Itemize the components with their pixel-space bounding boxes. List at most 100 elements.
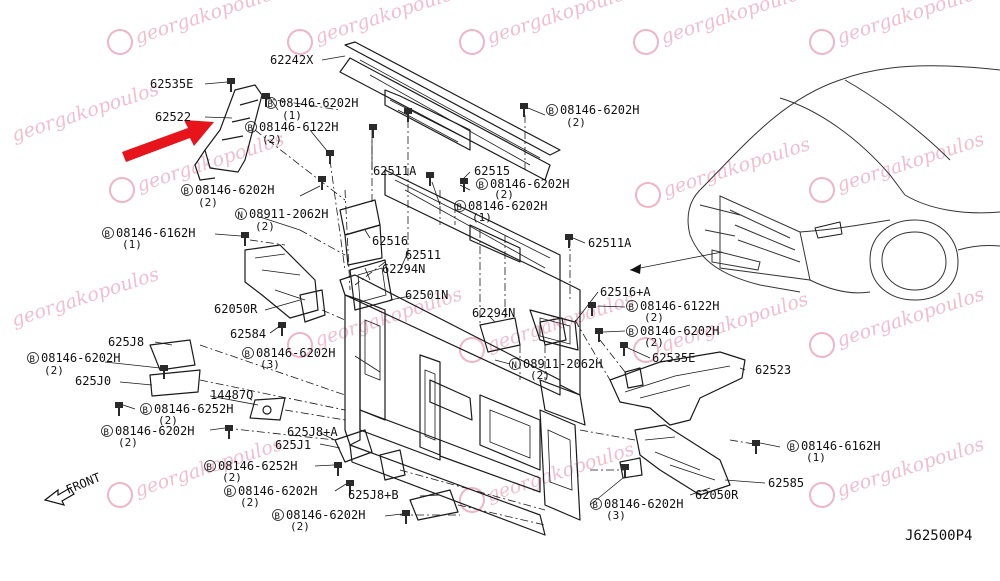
callout-bolt-08146-6202h: B 08146-6202H (3) [590, 497, 683, 522]
bolt-icon [402, 510, 410, 524]
part-number-62511: 62511 [405, 248, 441, 262]
bolt-prefix: B [549, 107, 554, 117]
callout-bolt-08146-6202h: B 08146-6202H (1) [454, 199, 547, 224]
bolt-symbol-icon [626, 325, 638, 337]
nut-symbol-icon [509, 358, 521, 370]
watermark: georgakopoulos [9, 263, 162, 331]
quantity: (1) [122, 238, 142, 251]
quantity: (2) [44, 364, 64, 377]
bolt-symbol-icon [546, 104, 558, 116]
bolt-symbol-icon [102, 227, 114, 239]
watermark-text: georgakopoulos [312, 0, 465, 48]
watermark-text: georgakopoulos [660, 133, 813, 201]
quantity: (2) [222, 471, 242, 484]
callout-bolt-08146-6202h: B 08146-6202H (2) [272, 508, 365, 533]
part-number-62050r: 62050R [695, 488, 739, 502]
bolt-prefix: B [790, 443, 795, 453]
bolt-icon [565, 234, 573, 248]
part-62523-bracket [609, 351, 746, 426]
bolt-icon [160, 365, 168, 379]
nut-prefix: N [512, 361, 517, 371]
watermark-logo-icon [109, 177, 135, 203]
part-number-625j8a: 625J8+A [287, 425, 338, 439]
quantity: (3) [606, 509, 626, 522]
bolt-icon [588, 302, 596, 316]
callout-bolt-08146-6202h: B 08146-6202H (2) [224, 484, 317, 509]
watermark-logo-icon [459, 29, 485, 55]
leader-lines [104, 81, 781, 517]
watermark-logo-icon [107, 482, 133, 508]
part-number-62535e: 62535E [652, 351, 695, 365]
part-number-625j0: 625J0 [75, 374, 111, 388]
part-625j8-brackets [149, 339, 459, 521]
bolt-icon [620, 342, 628, 356]
bolt-symbol-icon [454, 200, 466, 212]
quantity: (1) [282, 109, 302, 122]
car-pointer-line [629, 251, 723, 271]
bolt-prefix: B [593, 501, 598, 511]
callout-bolt-08146-6202h: B 08146-6202H (2) [27, 351, 120, 377]
bolt-icon [262, 93, 270, 107]
part-number: 08146-6162H [801, 439, 880, 453]
watermark: georgakopoulos [635, 133, 813, 208]
bolt-symbol-icon [245, 121, 257, 133]
car-outline [687, 65, 1000, 301]
watermark-logo-icon [107, 29, 133, 55]
watermark: georgakopoulos [107, 0, 285, 55]
bolt-symbol-icon [140, 403, 152, 415]
part-number: 08911-2062H [523, 357, 602, 371]
quantity: (2) [262, 133, 282, 146]
part-number-625j8b: 625J8+B [348, 488, 399, 502]
bolt-icon [241, 232, 249, 246]
callout-bolt-08146-6162h: B 08146-6162H (1) [102, 226, 195, 251]
watermark-text: georgakopoulos [9, 78, 162, 146]
callout-bolt-08146-6202h: B 08146-6202H (2) [101, 424, 194, 449]
bolt-icon [334, 462, 342, 476]
part-number: 08146-6202H [468, 199, 547, 213]
callout-bolt-08146-6252h: B 08146-6252H (2) [204, 459, 297, 484]
part-number-62294n: 62294N [382, 262, 425, 276]
nut-prefix: N [238, 211, 243, 221]
callout-bolt-08146-6252h: B 08146-6252H (2) [140, 402, 233, 427]
part-62585-bracket [619, 424, 731, 496]
quantity: (2) [566, 116, 586, 129]
watermark-text: georgakopoulos [132, 0, 285, 48]
watermark: georgakopoulos [459, 0, 637, 55]
part-number-62511a: 62511A [588, 236, 632, 250]
bolt-prefix: B [457, 203, 462, 213]
quantity: (2) [530, 369, 550, 382]
watermark-text: georgakopoulos [484, 0, 637, 48]
bolt-prefix: B [245, 350, 250, 360]
part-number: 08146-6122H [640, 299, 719, 313]
part-number: 08146-6202H [256, 346, 335, 360]
nut-symbol-icon [235, 208, 247, 220]
watermark-text: georgakopoulos [658, 0, 811, 48]
bolt-symbol-icon [101, 425, 113, 437]
bolt-prefix: B [104, 428, 109, 438]
bolt-icon [115, 402, 123, 416]
car-pointer-arrow [630, 264, 641, 274]
quantity: (2) [198, 196, 218, 209]
watermark: georgakopoulos [809, 0, 987, 55]
bolt-prefix: B [268, 100, 273, 110]
part-number: 08146-6202H [41, 351, 120, 365]
front-arrow-icon [43, 487, 75, 506]
assembly-lines [199, 97, 761, 526]
bolt-prefix: B [105, 230, 110, 240]
callout-bolt-08146-6162h: B 08146-6162H (1) [787, 439, 880, 464]
part-number-62050r: 62050R [214, 302, 258, 316]
highlight-arrow-icon [122, 120, 214, 162]
part-number-62242x: 62242X [270, 53, 314, 67]
bolt-prefix: B [248, 124, 253, 134]
part-number-62501n: 62501N [405, 288, 448, 302]
quantity: (2) [494, 188, 514, 201]
watermark-logo-icon [809, 332, 835, 358]
part-number: 08146-6122H [259, 120, 338, 134]
part-62522-bracket [194, 84, 263, 181]
part-number: 08146-6202H [115, 424, 194, 438]
bolt-symbol-icon [626, 300, 638, 312]
part-number-62294n: 62294N [472, 306, 515, 320]
quantity: (2) [255, 220, 275, 233]
callout-bolt-08146-6202h: B 08146-6202H (1) [265, 96, 358, 122]
callout-bolt-08146-6202h: B 08146-6202H (3) [242, 346, 335, 371]
